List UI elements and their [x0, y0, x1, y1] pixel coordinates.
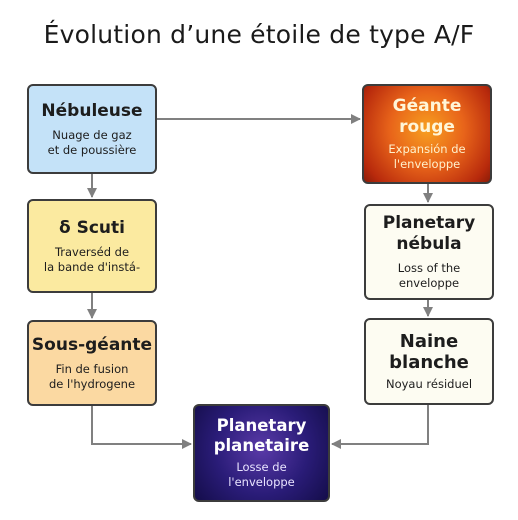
arrow-naine-to-central: [331, 405, 429, 449]
stage-heading: Sous-géante: [31, 334, 153, 355]
stage-detail: Noyau résiduel: [385, 377, 473, 391]
stage-heading: δ Scuti: [59, 217, 125, 238]
arrow-sous-geante-to-central: [91, 406, 192, 449]
stage-heading: Nébuleuse: [41, 100, 143, 121]
diagram-title: Évolution d’une étoile de type A/F: [43, 20, 475, 49]
